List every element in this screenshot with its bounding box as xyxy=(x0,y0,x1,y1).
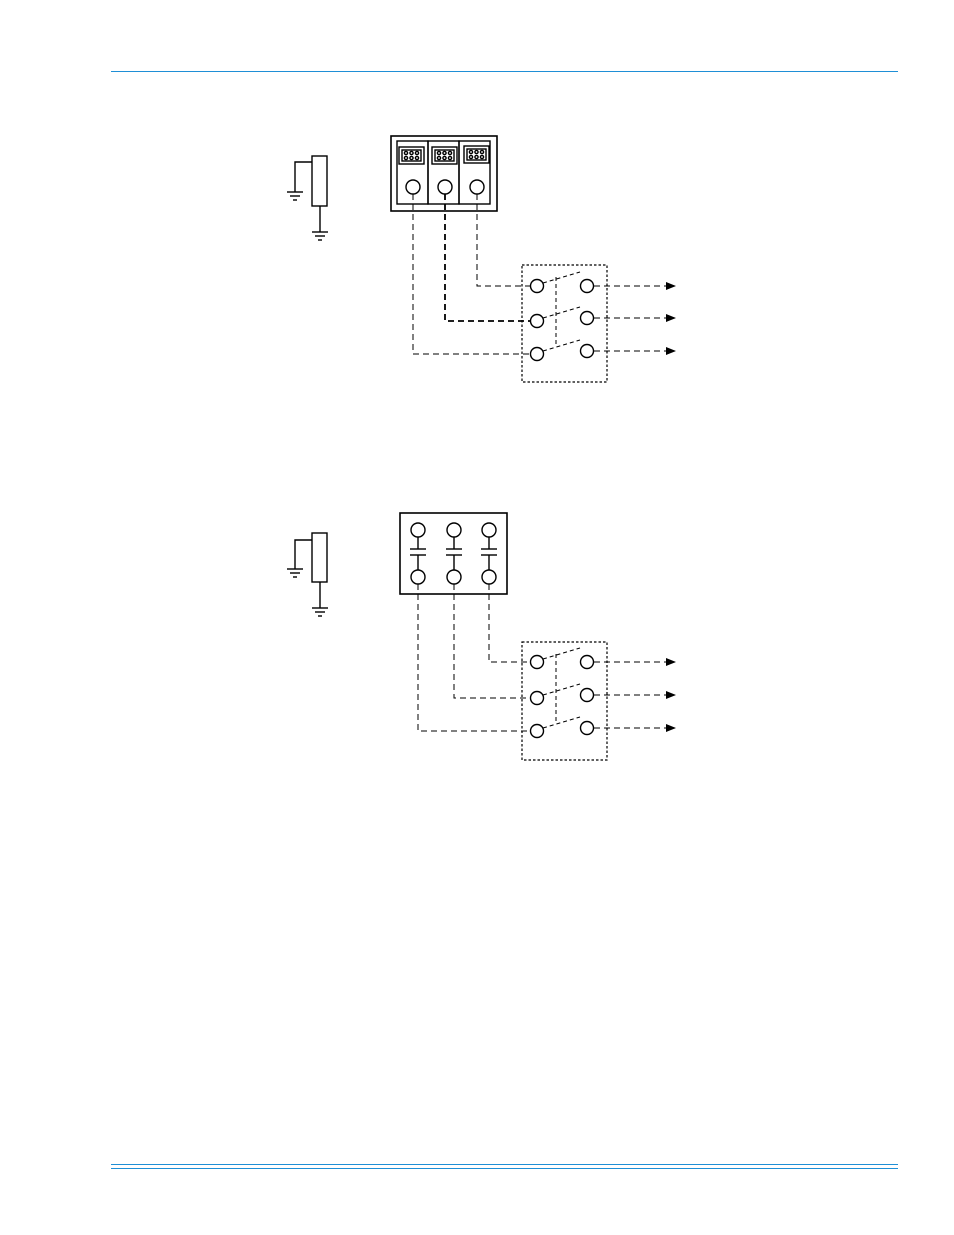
capacitor-block xyxy=(400,513,507,594)
grounded-resistor-symbol xyxy=(287,156,328,240)
output-lines xyxy=(594,286,675,351)
terminal-1 xyxy=(406,180,420,194)
output-lines xyxy=(594,662,675,728)
capacitor-symbol xyxy=(481,523,497,584)
capacitor-symbol xyxy=(410,523,426,584)
dashed-wiring xyxy=(418,584,530,731)
dashed-wiring xyxy=(413,194,530,354)
socket-module-block xyxy=(391,136,497,211)
connector-pinout-icon xyxy=(464,146,489,163)
diagram-bottom xyxy=(287,513,675,760)
diagram-top xyxy=(287,136,675,382)
grounded-resistor-symbol xyxy=(287,533,328,616)
connector-pinout-icon xyxy=(432,147,457,164)
three-pole-switch xyxy=(522,265,607,382)
three-pole-switch xyxy=(522,642,607,760)
terminal-2 xyxy=(438,180,452,194)
connector-pinout-icon xyxy=(399,147,424,164)
capacitor-symbol xyxy=(446,523,462,584)
terminal-3 xyxy=(470,180,484,194)
